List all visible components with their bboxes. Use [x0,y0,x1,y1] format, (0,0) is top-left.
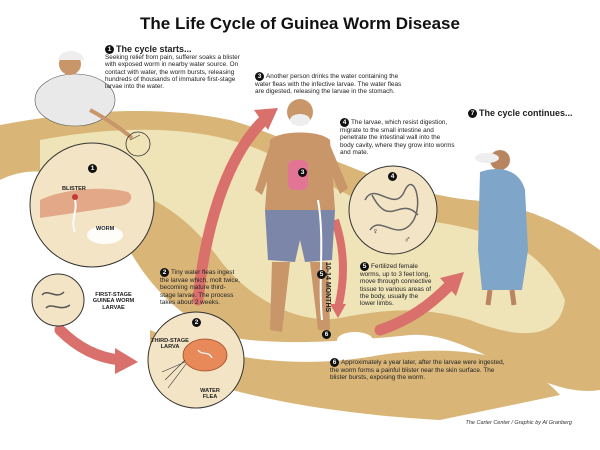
body-marker-5: 5 [317,270,326,279]
body-marker-6: 6 [322,330,331,339]
step-1-heading: The cycle starts... [116,44,192,54]
step-5-number: 5 [360,262,369,271]
step-7-heading: The cycle continues... [479,108,573,118]
inset-larvae [31,273,85,327]
arrow-head-2 [115,348,138,374]
arrow-head-4 [330,304,346,318]
inset-2-water-flea [147,311,245,409]
body-marker-3: 3 [298,168,307,177]
step-7-number: 7 [468,109,477,119]
arrow-larvae-to-flea [54,324,126,366]
step-2-number: 2 [160,268,169,277]
standing-woman [475,150,528,306]
step-1-number: 1 [105,45,114,55]
third-stage-larva-label: THIRD-STAGE LARVA [151,338,189,351]
step-1-text: Seeking relief from pain, sufferer soaks… [105,54,240,91]
arrow-blister-to-next [374,279,456,336]
first-stage-larvae-label: FIRST-STAGE GUINEA WORM LARVAE [92,292,135,311]
step-3-number: 3 [255,72,264,81]
inset-2-number: 2 [192,318,201,327]
ground-lower [150,330,560,420]
credit: The Carter Center / Graphic by Al Granbe… [465,420,572,426]
arrow-body-time [331,218,347,309]
months-label: 10-14 MONTHS [324,262,331,313]
water-flea-label: WATER FLEA [200,388,220,401]
step-6-number: 6 [330,358,339,367]
step-5-text: Fertilized female worms, up to 3 feet lo… [360,263,432,308]
step-6-text: Approximately a year later, after the la… [330,359,505,382]
seated-woman [34,51,134,140]
worm-label: WORM [96,226,115,232]
inset-1-foot [29,142,155,268]
arrow-flea-to-drinker [192,116,268,306]
arrow-head-3 [440,272,464,296]
female-symbol: ♀ [372,226,379,236]
male-symbol: ♂ [404,234,411,244]
page-title: The Life Cycle of Guinea Worm Disease [140,14,460,33]
step-4-text: The larvae, which resist digestion, migr… [340,119,455,156]
arrow-head-1 [254,108,278,130]
zoom-circle-1 [125,131,151,157]
inset-4-worms [348,165,438,255]
step-3-text: Another person drinks the water containi… [255,73,402,96]
larvae-cloud [337,332,373,348]
inset-4-number: 4 [388,172,397,181]
step-2-text: Tiny water fleas ingest the larvae which… [160,269,240,306]
inset-1-number: 1 [88,164,97,173]
step-4-number: 4 [340,118,349,127]
blister-label: BLISTER [62,186,86,192]
